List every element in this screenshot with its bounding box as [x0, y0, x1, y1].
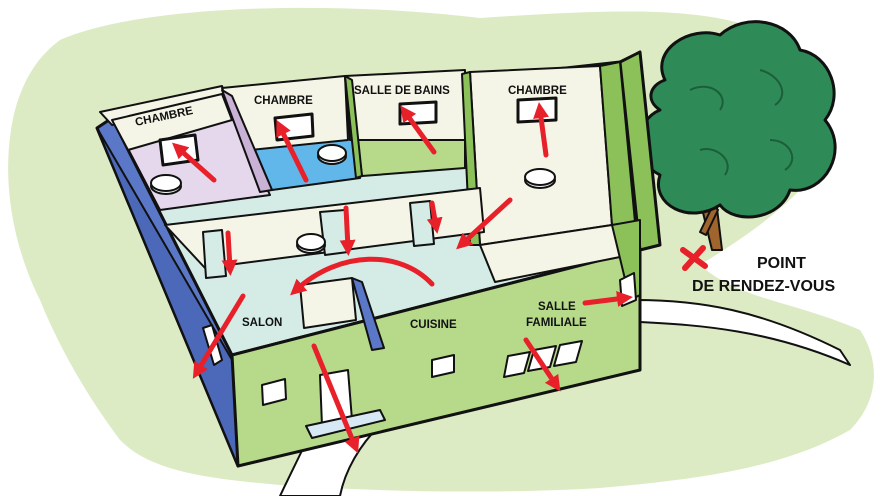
smoke-detector-icon	[151, 175, 181, 194]
room-label-salle-de-bains: SALLE DE BAINS	[354, 85, 450, 97]
meeting-point-label-line2: DE RENDEZ-VOUS	[692, 278, 835, 295]
salon-kitchen-partition	[300, 278, 356, 328]
exit-arrow-icon	[346, 208, 348, 248]
room-label-chambre-3: CHAMBRE	[508, 85, 567, 97]
exit-arrow-icon	[228, 233, 230, 268]
room-label-chambre-2: CHAMBRE	[254, 95, 313, 107]
room-label-salle-familiale-2: FAMILIALE	[526, 317, 587, 329]
room-label-cuisine: CUISINE	[410, 319, 457, 331]
family-room-window	[620, 273, 636, 306]
smoke-detector-icon	[525, 169, 555, 188]
room-label-salon: SALON	[242, 317, 282, 329]
room-label-salle-familiale-1: SALLE	[538, 301, 576, 313]
bedroom-3-window	[518, 98, 556, 122]
smoke-detector-icon	[318, 145, 346, 164]
meeting-point-label-line1: POINT	[757, 255, 806, 272]
smoke-detector-icon	[297, 234, 325, 253]
front-window-2	[432, 355, 454, 377]
